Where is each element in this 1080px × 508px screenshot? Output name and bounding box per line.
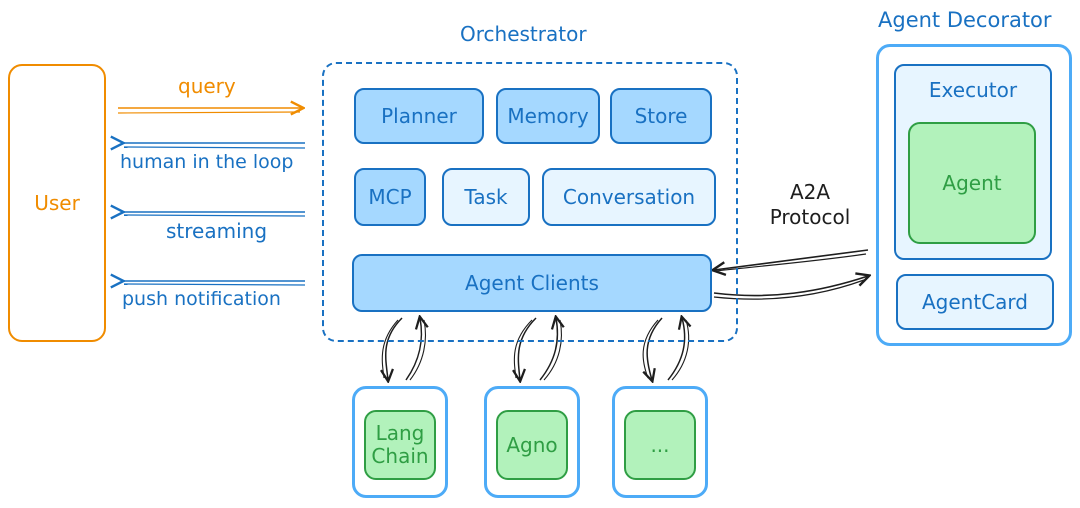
store-box: Store [610, 88, 712, 144]
streaming-label: streaming [166, 219, 268, 243]
planner-label: Planner [381, 103, 457, 128]
a2a-protocol-label: A2A Protocol [760, 180, 860, 230]
agent-box: Agent [908, 122, 1036, 244]
human-in-the-loop-arrow [122, 143, 306, 148]
more-frameworks-link-arrows [643, 318, 689, 380]
a2a-label-line2: Protocol [769, 205, 851, 229]
agno-link-arrows [514, 318, 561, 380]
mcp-label: MCP [368, 184, 412, 209]
a2a-outgoing-arrow [713, 276, 868, 300]
planner-box: Planner [354, 88, 484, 144]
more-frameworks-box: ... [624, 410, 696, 480]
user-box: User [8, 64, 106, 342]
langchain-label-line1: Lang [375, 421, 425, 445]
a2a-incoming-arrow [714, 249, 869, 271]
mcp-box: MCP [354, 168, 426, 226]
query-arrow [117, 108, 302, 113]
agno-box: Agno [496, 410, 568, 480]
langchain-label-line2: Chain [371, 444, 429, 468]
more-frameworks-label: ... [650, 432, 670, 457]
agent-card-label: AgentCard [922, 289, 1028, 314]
langchain-link-arrows [382, 318, 425, 380]
user-label: User [34, 190, 80, 215]
a2a-label-line1: A2A [789, 180, 831, 204]
conversation-box: Conversation [542, 168, 716, 226]
conversation-label: Conversation [562, 184, 696, 209]
memory-box: Memory [496, 88, 600, 144]
orchestrator-title: Orchestrator [460, 22, 587, 46]
agent-clients-box: Agent Clients [352, 254, 712, 312]
push-notification-label: push notification [122, 288, 281, 310]
task-label: Task [464, 184, 508, 209]
agent-decorator-title: Agent Decorator [878, 8, 1052, 32]
query-label: query [178, 74, 236, 98]
agno-label: Agno [506, 432, 558, 457]
push-notification-arrow [122, 281, 306, 285]
human-in-the-loop-label: human in the loop [120, 151, 294, 173]
agent-card-box: AgentCard [896, 274, 1054, 330]
task-box: Task [442, 168, 530, 226]
memory-label: Memory [507, 103, 589, 128]
agent-label: Agent [942, 170, 1002, 195]
langchain-box: Lang Chain [364, 410, 436, 480]
executor-label: Executor [928, 78, 1018, 102]
orchestrator-container [322, 62, 738, 342]
store-label: Store [634, 103, 688, 128]
streaming-arrow [122, 212, 306, 216]
agent-clients-label: Agent Clients [465, 270, 599, 295]
